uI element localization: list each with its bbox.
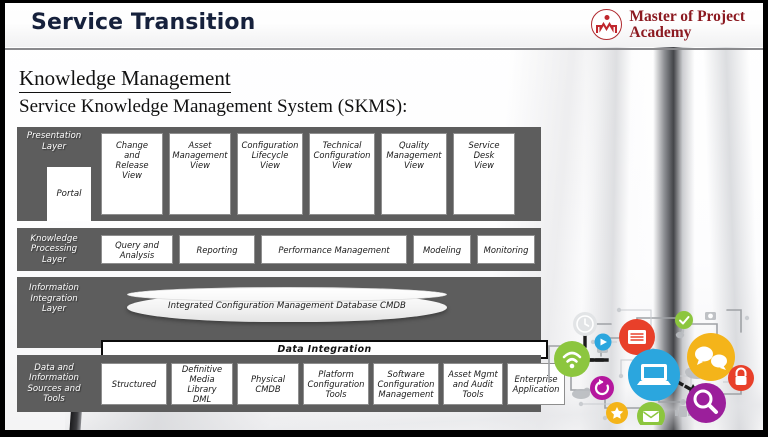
logo-figure-icon	[596, 22, 618, 33]
header-divider	[5, 48, 763, 50]
node-laptop-icon	[628, 349, 680, 401]
section-heading: Knowledge Management	[19, 66, 231, 93]
box-structured: Structured	[101, 363, 167, 405]
slide-header: Service Transition Master of Project Aca…	[5, 3, 763, 47]
subsection-heading: Service Knowledge Management System (SKM…	[19, 96, 408, 117]
layer-data-sources: Data and Information Sources and Tools S…	[17, 355, 565, 412]
skms-diagram: Presentation Layer Portal Change and Rel…	[17, 127, 565, 412]
brand-name-line1: Master of Project	[629, 8, 745, 25]
box-physical-cmdb: Physical CMDB	[237, 363, 299, 405]
box-asset-mgmt-and-audit-tools: Asset Mgmt and Audit Tools	[443, 363, 503, 405]
brand-logo: Master of Project Academy	[591, 9, 745, 40]
box-software-configuration-management: Software Configuration Management	[373, 363, 439, 405]
box-monitoring: Monitoring	[477, 235, 535, 264]
box-performance-management: Performance Management	[261, 235, 407, 264]
layer-presentation: Presentation Layer Portal Change and Rel…	[17, 127, 541, 221]
network-connectivity-graphic	[541, 298, 763, 425]
box-quality-management-view: Quality Management View	[381, 133, 447, 215]
node-envelope-icon	[637, 402, 665, 425]
cmdb-cylinder: Integrated Configuration Management Data…	[127, 287, 447, 324]
box-portal: Portal	[47, 167, 91, 221]
slide-frame: Service Transition Master of Project Aca…	[5, 3, 763, 430]
node-chat-bubbles-icon	[687, 333, 735, 381]
node-lock-icon	[728, 365, 754, 391]
cmdb-cylinder-top	[127, 287, 447, 302]
box-definitive-media-library-dml: Definitive Media Library DML	[171, 363, 233, 405]
box-configuration-lifecycle-view: Configuration Lifecycle View	[237, 133, 303, 215]
layer-knowledge-processing-label: Knowledge Processing Layer	[30, 233, 78, 265]
box-modeling: Modeling	[413, 235, 471, 264]
logo-head-dot	[604, 15, 610, 20]
layer-data-sources-label: Data and Information Sources and Tools	[27, 362, 81, 405]
box-platform-configuration-tools: Platform Configuration Tools	[303, 363, 369, 405]
layer-knowledge-processing: Knowledge Processing Layer Query and Ana…	[17, 228, 541, 271]
node-wifi-icon	[554, 341, 590, 377]
box-asset-management-view: Asset Management View	[169, 133, 231, 215]
layer-presentation-label: Presentation Layer	[26, 131, 82, 152]
cmdb-label: Integrated Configuration Management Data…	[168, 301, 406, 311]
academy-logo-icon	[591, 9, 623, 40]
node-star-badge-icon	[606, 402, 628, 424]
brand-name-line2: Academy	[629, 23, 692, 41]
node-check-circle-icon	[675, 311, 693, 329]
layer-information-integration-label: Information Integration Layer	[29, 283, 79, 314]
node-play-circle-icon	[594, 333, 612, 351]
box-query-and-analysis: Query and Analysis	[101, 235, 173, 264]
box-change-and-release-view: Change and Release View	[101, 133, 163, 215]
box-technical-configuration-view: Technical Configuration View	[309, 133, 375, 215]
node-refresh-icon	[590, 376, 614, 400]
node-clock-icon	[573, 312, 597, 336]
box-service-desk-view: Service Desk View	[453, 133, 515, 215]
box-reporting: Reporting	[179, 235, 255, 264]
page-title: Service Transition	[31, 10, 256, 35]
node-search-icon	[686, 383, 726, 423]
box-enterprise-application: Enterprise Application	[507, 363, 565, 405]
node-document-icon	[619, 319, 655, 355]
brand-name: Master of Project Academy	[629, 9, 745, 40]
